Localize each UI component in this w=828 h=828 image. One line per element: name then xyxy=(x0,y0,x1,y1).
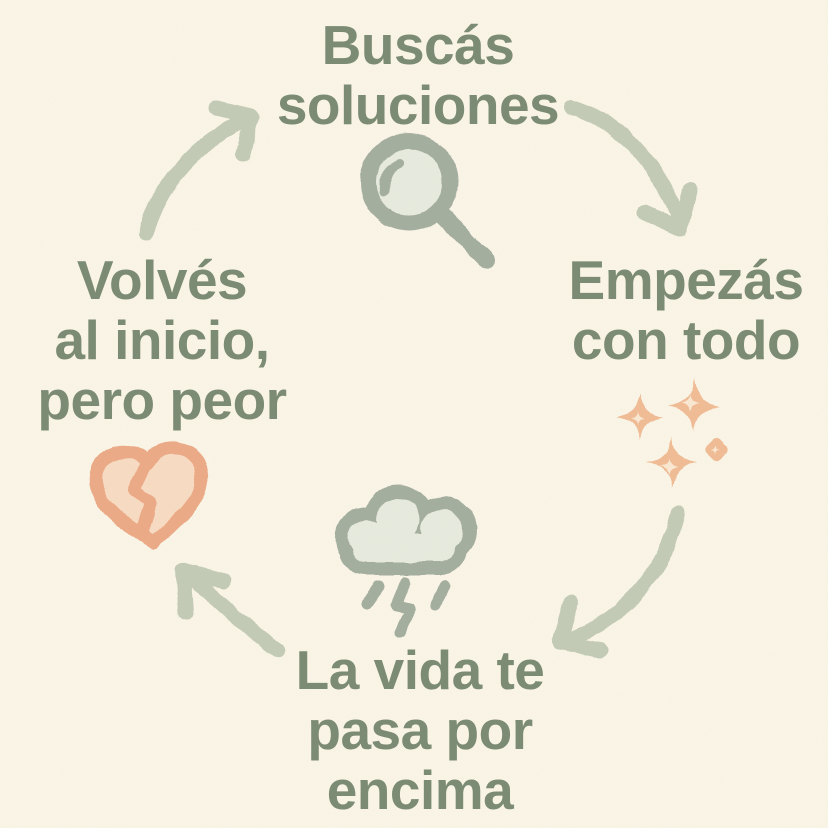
step-label-la-vida-te-pasa-por-encima: La vida te pasa por encima xyxy=(220,640,620,820)
cycle-arrow-bottom-left xyxy=(175,563,285,657)
sparkle-star xyxy=(646,436,698,488)
lightning-bolt-icon xyxy=(390,576,417,638)
arrow-curve xyxy=(559,505,686,649)
rain-drop-icon xyxy=(362,580,384,611)
step-text-line: Volvés xyxy=(76,249,248,311)
sparkles-icon xyxy=(617,379,729,488)
step-label-empezas-con-todo: Empezás con todo xyxy=(516,250,828,370)
storm-cloud-icon xyxy=(348,498,463,638)
step-text-line: al inicio, xyxy=(54,309,270,371)
arrow-curve xyxy=(183,568,285,657)
cycle-arrow-bottom-right xyxy=(552,505,686,658)
step-text-line: pero peor xyxy=(37,369,287,431)
sparkle-star xyxy=(667,379,721,433)
step-text-line: La vida te xyxy=(295,639,545,701)
broken-heart-icon xyxy=(89,441,209,550)
magnifying-glass-icon xyxy=(360,133,495,269)
arrow-curve xyxy=(138,111,255,242)
step-label-buscas-soluciones: Buscás soluciones xyxy=(218,15,618,135)
step-text-line: encima xyxy=(326,759,514,821)
step-text-line: pasa por xyxy=(307,699,533,761)
step-label-volves-al-inicio-pero-peor: Volvés al inicio, pero peor xyxy=(0,250,332,430)
step-text-line: soluciones xyxy=(276,74,560,136)
rain-drop-icon xyxy=(430,580,450,610)
step-text-line: Empezás xyxy=(568,249,804,311)
magnifier-handle xyxy=(435,208,495,269)
step-text-line: Buscás xyxy=(321,14,515,76)
step-text-line: con todo xyxy=(571,309,801,371)
